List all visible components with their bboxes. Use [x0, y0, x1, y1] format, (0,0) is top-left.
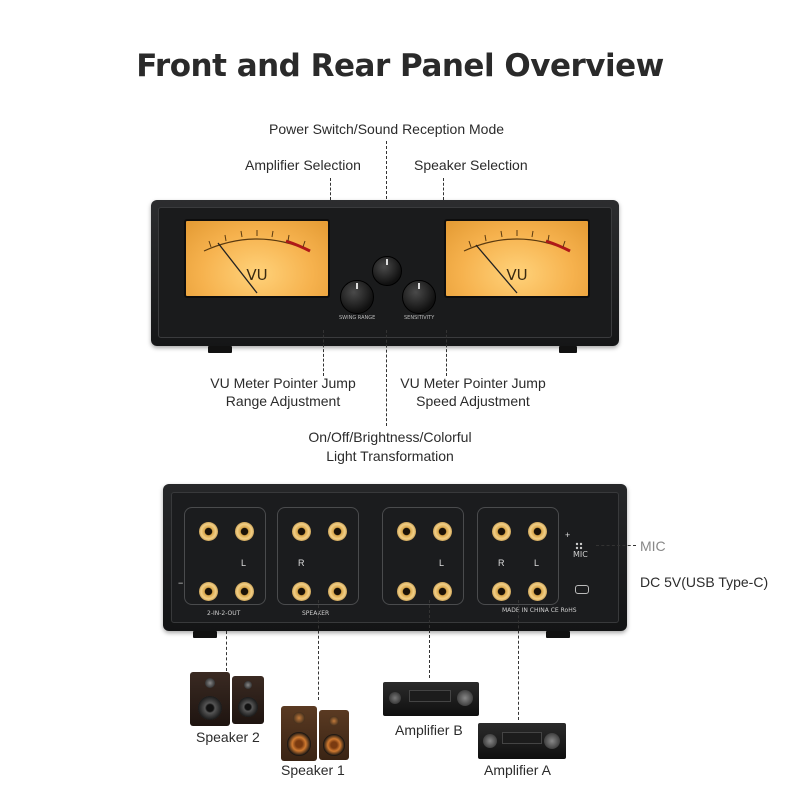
front-panel-bezel: VU VU SWING RANGE SENSITIVITY — [158, 207, 612, 338]
vu-pointer-label-line2: Range Adjustment — [225, 393, 341, 409]
speaker2-image — [190, 672, 264, 726]
dc-power-label: DC 5V(USB Type-C) — [640, 574, 769, 590]
vu-meter-left-label: VU — [246, 266, 268, 284]
terminal-group-4: R L — [477, 507, 559, 605]
binding-post[interactable] — [292, 522, 311, 541]
mic-leader-line — [596, 545, 636, 546]
vu-meter-right: VU — [444, 219, 590, 298]
mic-annotation: MIC — [640, 538, 666, 554]
plus-sign: + — [565, 530, 571, 540]
color-light-label-line1: On/Off/Brightness/Colorful — [308, 429, 472, 445]
binding-post[interactable] — [433, 522, 452, 541]
binding-post[interactable] — [235, 522, 254, 541]
page-title: Front and Rear Panel Overview — [136, 48, 664, 84]
rear-panel-bezel: L 2-IN-2-OUT R SPEAKER L R L — [171, 492, 619, 623]
color-light-label-line2: Light Transformation — [326, 448, 454, 464]
channel-r-label: R — [298, 558, 305, 568]
made-in-label: MADE IN CHINA CE RoHS — [502, 607, 577, 614]
speaker-selection-label: Speaker Selection — [414, 157, 528, 173]
binding-post[interactable] — [397, 522, 416, 541]
binding-post[interactable] — [528, 522, 547, 541]
mic-label: MIC — [573, 550, 588, 559]
rear-foot-left — [193, 631, 217, 638]
amplifierA-image — [478, 723, 566, 759]
channel-r-label: R — [498, 558, 505, 568]
amplifierB-label: Amplifier B — [395, 722, 463, 738]
binding-post[interactable] — [528, 582, 547, 601]
terminal-group-1: L 2-IN-2-OUT — [184, 507, 266, 617]
channel-l-label: L — [439, 558, 445, 568]
amplifierA-label: Amplifier A — [484, 762, 551, 778]
vu-meter-left-scale — [203, 230, 311, 294]
binding-post[interactable] — [328, 582, 347, 601]
vu-pointer-label: VU Meter Pointer Jump Range Adjustment — [188, 374, 378, 410]
binding-post[interactable] — [199, 522, 218, 541]
vu-sensitivity-label-line2: Speed Adjustment — [416, 393, 530, 409]
speaker1-leader-line — [318, 600, 319, 700]
channel-l-label: L — [241, 558, 247, 568]
swing-range-knob[interactable] — [340, 280, 374, 314]
binding-post[interactable] — [492, 582, 511, 601]
vu-sensitivity-leader-line — [446, 330, 447, 376]
speaker1-image — [281, 706, 349, 761]
amplifier-selection-label: Amplifier Selection — [245, 157, 361, 173]
vu-meter-right-scale — [463, 230, 571, 294]
amp-select-leader-line — [330, 178, 331, 200]
binding-post[interactable] — [235, 582, 254, 601]
minus-sign: − — [178, 578, 184, 588]
binding-post[interactable] — [292, 582, 311, 601]
front-panel: VU VU SWING RANGE SENSITIVITY — [151, 200, 619, 353]
rear-panel: L 2-IN-2-OUT R SPEAKER L R L — [163, 484, 627, 638]
swing-range-caption: SWING RANGE — [339, 315, 376, 321]
mic-hole-icon — [575, 537, 583, 550]
vu-meter-left: VU — [184, 219, 330, 298]
power-knob[interactable] — [372, 256, 402, 286]
amplifierB-leader-line — [429, 600, 430, 678]
binding-post[interactable] — [492, 522, 511, 541]
spk-select-leader-line — [443, 178, 444, 200]
channel-l-label: L — [534, 558, 540, 568]
speaker1-label: Speaker 1 — [281, 762, 345, 778]
group-2-label: SPEAKER — [302, 610, 330, 617]
amplifierA-leader-line — [518, 600, 519, 720]
vu-sensitivity-label: VU Meter Pointer Jump Speed Adjustment — [388, 374, 558, 410]
color-leader-line — [386, 330, 387, 426]
vu-meter-right-label: VU — [506, 266, 528, 284]
vu-pointer-label-line1: VU Meter Pointer Jump — [210, 375, 356, 391]
amplifierB-image — [383, 682, 479, 716]
color-light-label: On/Off/Brightness/Colorful Light Transfo… — [270, 428, 510, 466]
speaker2-leader-line — [226, 631, 227, 671]
binding-post[interactable] — [397, 582, 416, 601]
power-switch-label: Power Switch/Sound Reception Mode — [269, 121, 505, 137]
vu-pointer-leader-line — [323, 330, 324, 376]
rear-foot-right — [546, 631, 570, 638]
usb-c-port-icon[interactable] — [575, 585, 589, 594]
front-foot-left — [208, 346, 232, 353]
binding-post[interactable] — [328, 522, 347, 541]
sensitivity-caption: SENSITIVITY — [404, 315, 435, 321]
binding-post[interactable] — [199, 582, 218, 601]
speaker2-label: Speaker 2 — [196, 729, 260, 745]
terminal-group-3: L — [382, 507, 464, 605]
terminal-group-2: R SPEAKER — [277, 507, 359, 617]
sensitivity-knob[interactable] — [402, 280, 436, 314]
front-foot-right — [559, 346, 577, 353]
vu-sensitivity-label-line1: VU Meter Pointer Jump — [400, 375, 546, 391]
binding-post[interactable] — [433, 582, 452, 601]
group-1-label: 2-IN-2-OUT — [207, 610, 241, 617]
